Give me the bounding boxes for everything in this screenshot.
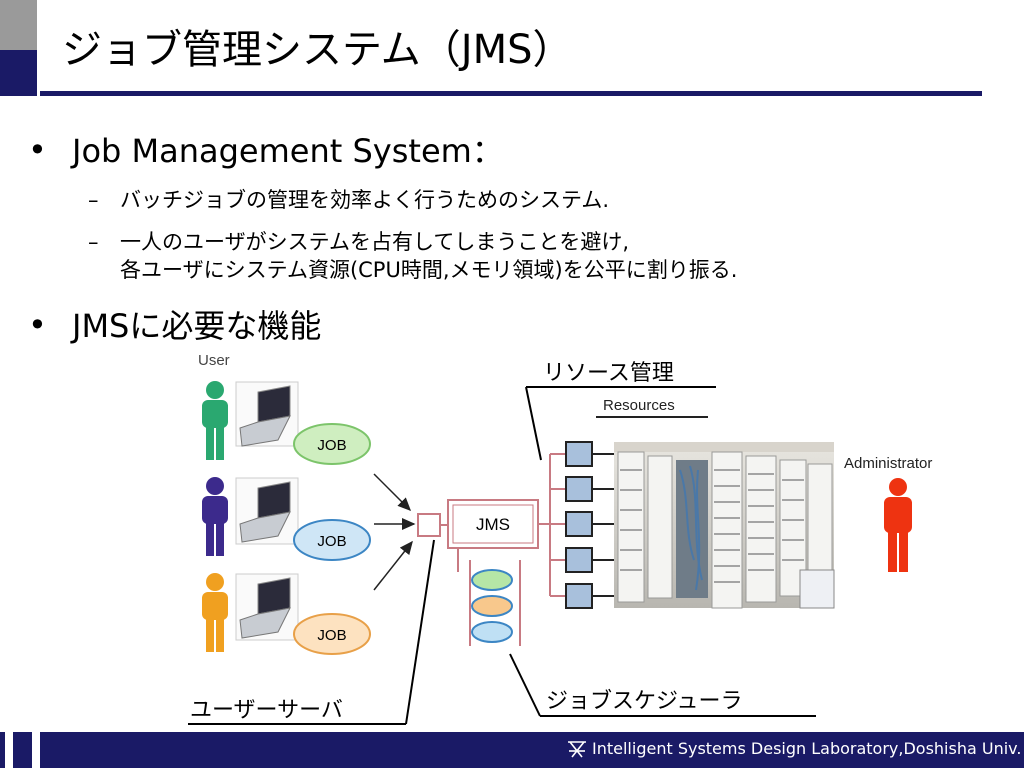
job-label: JOB: [317, 437, 346, 454]
user-label: User: [198, 352, 230, 369]
dash-symbol: –: [88, 188, 99, 212]
resource-box: [565, 441, 593, 609]
user-icon: [202, 381, 228, 460]
job-label: JOB: [317, 627, 346, 644]
job-label: JOB: [317, 533, 346, 550]
scheduler-label: ジョブスケジューラ: [546, 689, 742, 714]
title-rule: [40, 91, 982, 96]
user-icon: [202, 477, 228, 556]
job-bubble: [293, 423, 371, 465]
jms-diagram: User JOB JOB JOB: [188, 352, 932, 725]
user-server-label: ユーザーサーバ: [190, 698, 343, 723]
bullet-symbol: •: [28, 131, 47, 169]
title-accent-navy: [0, 50, 37, 96]
bullet-symbol: •: [28, 306, 47, 344]
sub-bullet-2-line-2: 各ユーザにシステム資源(CPU時間,メモリ領域)を公平に割り振る.: [120, 258, 738, 282]
sub-bullet-1: バッチジョブの管理を効率よく行うためのシステム.: [120, 188, 610, 212]
job-arrow: [373, 473, 412, 512]
jms-label: JMS: [476, 515, 510, 534]
slide-title: ジョブ管理システム（JMS）: [62, 27, 573, 73]
administrator-icon: [884, 478, 912, 572]
laptop-icon: [235, 477, 299, 545]
resources-label: Resources: [603, 397, 675, 414]
bullet-jms-definition: Job Management System：: [72, 132, 504, 170]
server-rack-photo: [614, 442, 835, 609]
lab-logo-icon: [568, 741, 586, 758]
job-bubble: [293, 613, 371, 655]
job-bubble: [293, 519, 371, 561]
queued-job: [471, 621, 513, 643]
queued-job: [471, 569, 513, 591]
footer-stripe: [5, 732, 13, 768]
footer-bar: [0, 732, 1024, 768]
bullet-jms-functions: JMSに必要な機能: [72, 307, 322, 345]
queued-job: [471, 595, 513, 617]
resource-management-label: リソース管理: [543, 361, 674, 386]
job-arrow: [373, 540, 413, 591]
footer-text: Intelligent Systems Design Laboratory,Do…: [592, 739, 1022, 758]
laptop-icon: [235, 381, 299, 447]
sub-bullet-2-line-1: 一人のユーザがシステムを占有してしまうことを避け,: [120, 230, 629, 254]
laptop-icon: [235, 573, 299, 641]
dash-symbol: –: [88, 230, 99, 254]
footer-stripe: [32, 732, 40, 768]
user-icon: [202, 573, 228, 652]
title-accent-gray: [0, 0, 37, 50]
administrator-label: Administrator: [844, 455, 932, 472]
user-server-box: [417, 513, 441, 537]
